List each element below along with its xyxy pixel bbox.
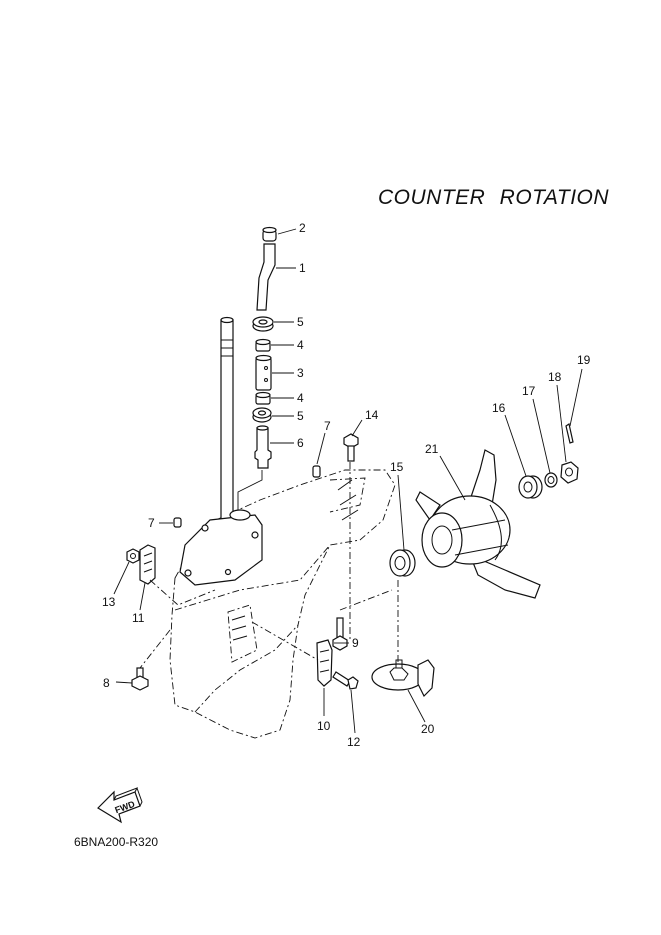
part-3-water-tube	[255, 354, 272, 391]
callout-6: 6	[297, 436, 304, 450]
callout-11: 11	[132, 611, 145, 625]
part-7-dowel-pin-right	[312, 465, 321, 478]
callout-3: 3	[297, 366, 304, 380]
callout-5-upper: 5	[297, 315, 304, 329]
part-8-bolt	[131, 667, 149, 691]
part-11-anode	[139, 544, 156, 585]
callout-4-upper: 4	[297, 338, 304, 352]
callout-7-left: 7	[148, 516, 155, 530]
callout-12: 12	[347, 735, 361, 749]
part-18-washer	[544, 472, 558, 488]
callout-2: 2	[299, 221, 306, 235]
part-16-thrust-washer	[389, 549, 416, 577]
callout-leader-lines	[113, 228, 583, 734]
assembly-center-lines	[139, 462, 399, 669]
part-9-bolt	[332, 617, 348, 651]
callout-5-lower: 5	[297, 409, 304, 423]
callout-9: 9	[352, 636, 359, 650]
part-2-grommet	[262, 226, 277, 242]
diagram-title: COUNTER ROTATION	[378, 186, 610, 209]
part-21-propeller	[415, 449, 541, 599]
part-4-grommet-lower	[255, 391, 271, 405]
callout-4-lower: 4	[297, 391, 304, 405]
part-19-nut	[560, 461, 579, 484]
callout-15: 14	[365, 408, 379, 422]
drive-shaft	[220, 316, 234, 536]
callout-16: 15	[390, 460, 404, 474]
callout-18: 17	[522, 384, 536, 398]
part-10-trim-tab	[316, 639, 333, 687]
callout-numbers: 2 1 5 4 3 4 5 6 7 7 14 15 21 16 17 18 19…	[102, 221, 591, 749]
part-15-bolt	[343, 433, 359, 462]
callout-21: 21	[425, 442, 439, 456]
callout-7-right: 7	[324, 419, 331, 433]
part-12-bolt	[332, 671, 359, 690]
part-13-nut	[126, 548, 140, 564]
part-5-seal-lower	[252, 407, 272, 423]
water-pump-base	[179, 509, 263, 586]
part-6-water-tube	[254, 425, 272, 469]
part-1-water-tube	[256, 243, 276, 311]
callout-8: 8	[103, 676, 110, 690]
part-7-dowel-pin-left	[173, 517, 182, 528]
callout-1: 1	[299, 261, 306, 275]
fwd-arrow-icon: FWD	[97, 787, 143, 824]
callout-20: 19	[577, 353, 591, 367]
part-20-cotter-pin	[565, 423, 574, 444]
callout-19: 18	[548, 370, 562, 384]
callout-17: 16	[492, 401, 506, 415]
callout-14: 20	[421, 722, 435, 736]
lower-case-housing	[169, 469, 396, 739]
part-14-anode-plate	[371, 659, 435, 698]
diagram-code: 6BNA200-R320	[74, 835, 159, 849]
part-4-grommet-upper	[255, 338, 271, 352]
part-5-seal-upper	[252, 316, 274, 332]
callout-13: 13	[102, 595, 116, 609]
part-17-spacer	[518, 475, 543, 499]
callout-10: 10	[317, 719, 331, 733]
